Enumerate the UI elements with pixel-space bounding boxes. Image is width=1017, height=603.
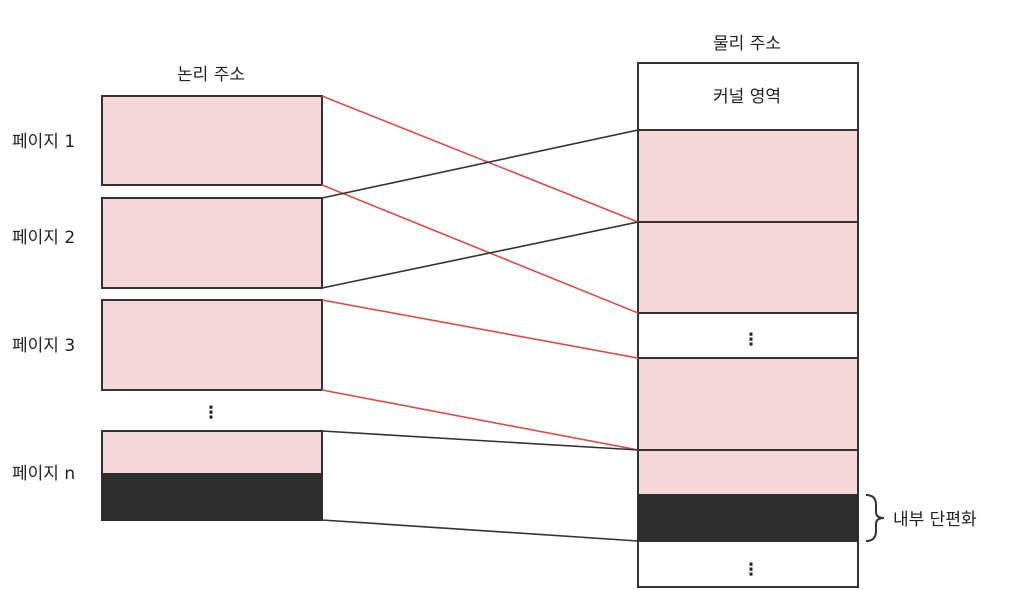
kernel-area-label: 커널 영역 (713, 87, 781, 107)
link-page1-bottom (321, 184, 639, 314)
logical-page-n-fragment (101, 473, 323, 521)
link-page3-top (321, 299, 639, 359)
page-label-1: 페이지 1 (12, 132, 75, 152)
physical-ellipsis-1: ⋮ (743, 330, 760, 350)
page-label-3: 페이지 3 (12, 336, 75, 356)
logical-address-title: 논리 주소 (177, 65, 245, 85)
kernel-area (637, 62, 859, 131)
logical-ellipsis: ⋮ (203, 403, 220, 423)
logical-page-3 (101, 299, 323, 391)
link-page1-top (321, 95, 639, 223)
free-frames-1 (637, 312, 859, 359)
logical-page-1 (101, 95, 323, 186)
page-label-2: 페이지 2 (12, 228, 75, 248)
physical-memory (637, 62, 859, 588)
physical-ellipsis-2: ⋮ (743, 560, 760, 580)
fragmentation-brace (865, 494, 885, 542)
page-label-n: 페이지 n (12, 464, 75, 484)
link-pagen-top (321, 430, 639, 451)
mapping-lines (321, 95, 639, 542)
link-pagen-bottom (321, 519, 639, 542)
internal-fragmentation-label: 내부 단편화 (893, 510, 977, 530)
physical-address-title: 물리 주소 (713, 34, 781, 54)
logical-pages (101, 95, 323, 521)
logical-page-n-used (101, 430, 323, 475)
frame-a (637, 129, 859, 223)
logical-page-2 (101, 197, 323, 289)
link-page2-bottom (321, 221, 639, 289)
frame-d-used (637, 449, 859, 496)
link-page3-bottom (321, 389, 639, 451)
frame-d-fragment (637, 494, 859, 542)
link-page2-top (321, 129, 639, 199)
free-frames-2 (637, 540, 859, 588)
frame-b (637, 221, 859, 314)
frame-c (637, 357, 859, 451)
